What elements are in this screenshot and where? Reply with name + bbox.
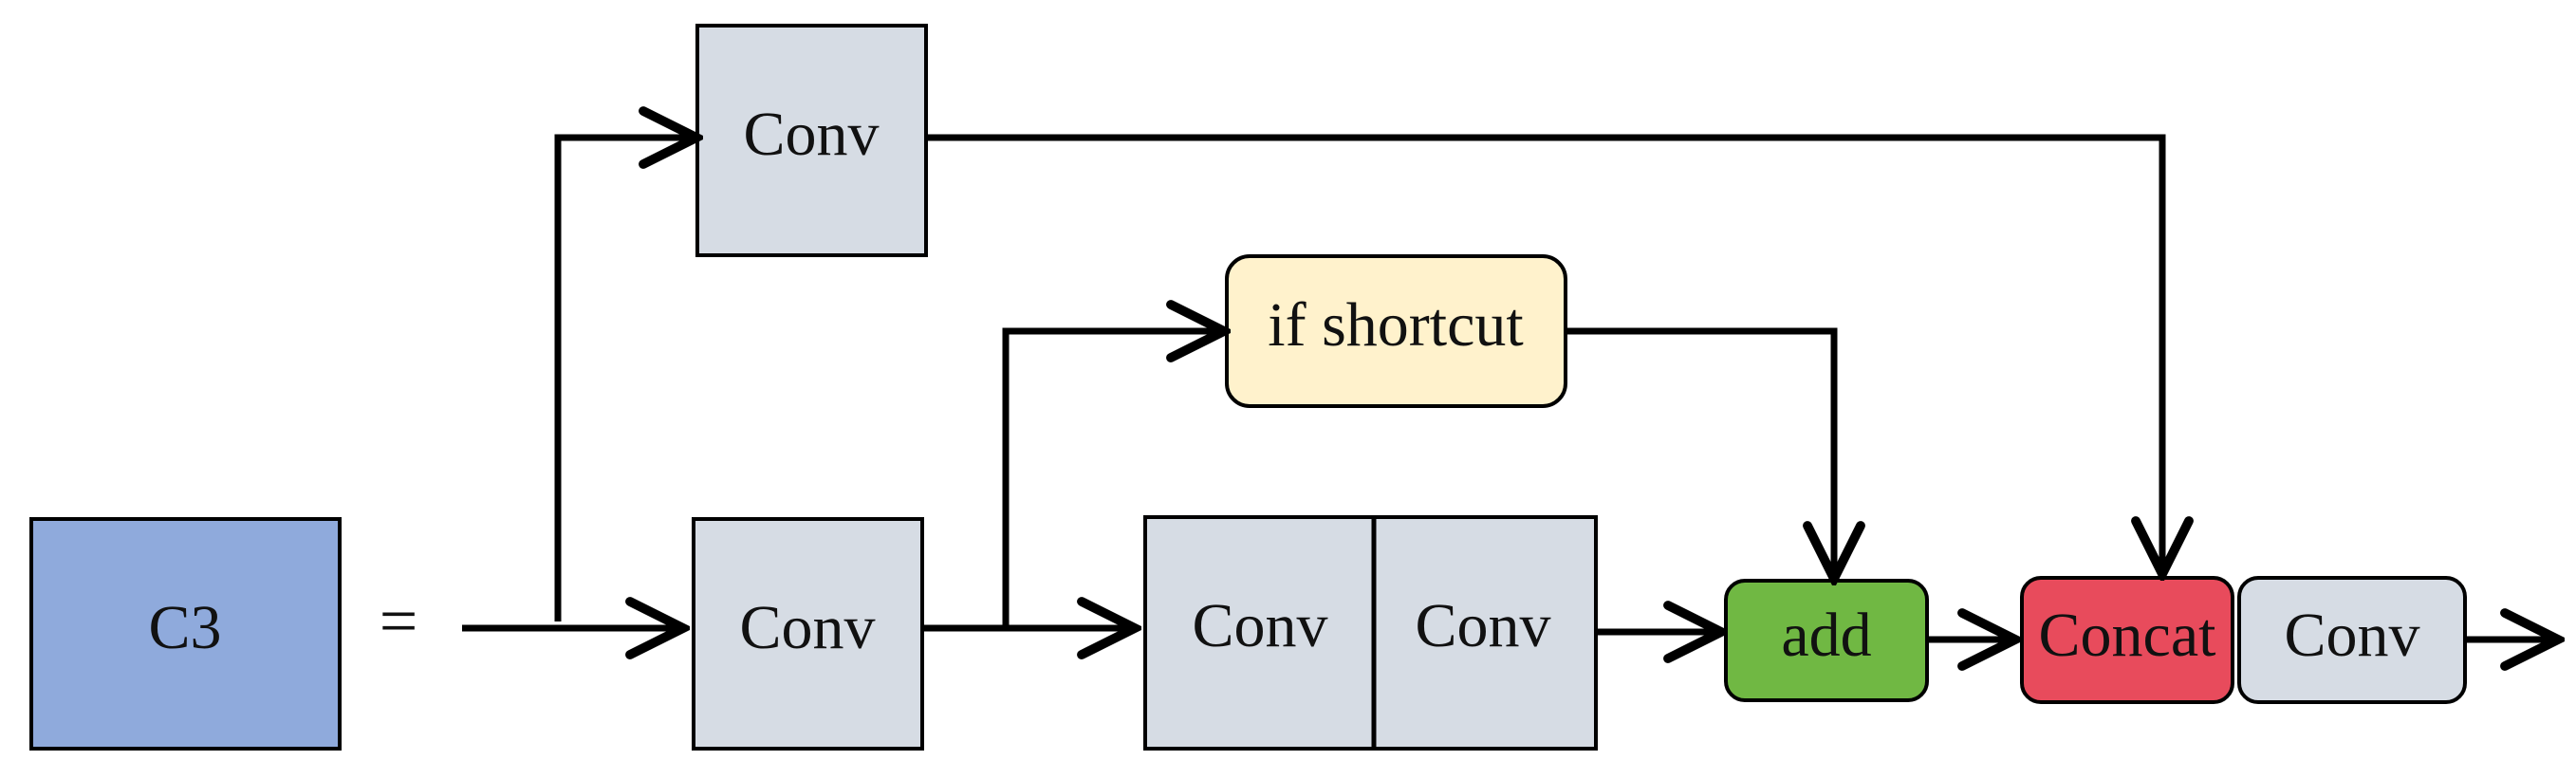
c3-label: C3 [148, 593, 221, 662]
conv-pair-node: Conv Conv [1143, 515, 1598, 751]
edge-conv-top-to-concat [926, 134, 2162, 574]
conv-top-node: Conv [695, 24, 928, 257]
edge-conv-main-to-shortcut [1002, 331, 1224, 628]
conv-pair-b-label: Conv [1415, 591, 1550, 660]
conv-main-label: Conv [739, 593, 875, 662]
edge-input-to-conv-top [554, 138, 696, 621]
conv-out-label: Conv [2284, 601, 2419, 670]
edge-shortcut-to-add [1566, 327, 1834, 579]
concat-label: Concat [2039, 601, 2216, 670]
add-node: add [1724, 579, 1929, 702]
conv-out-node: Conv [2237, 576, 2467, 704]
equals-sign: = [380, 584, 418, 659]
concat-node: Concat [2020, 576, 2234, 704]
conv-pair-a-label: Conv [1192, 591, 1327, 660]
conv-main-node: Conv [692, 517, 924, 751]
conv-top-label: Conv [743, 100, 879, 169]
shortcut-label: if shortcut [1268, 290, 1523, 360]
add-label: add [1781, 601, 1871, 670]
shortcut-node: if shortcut [1225, 254, 1567, 408]
c3-node: C3 [29, 517, 342, 751]
